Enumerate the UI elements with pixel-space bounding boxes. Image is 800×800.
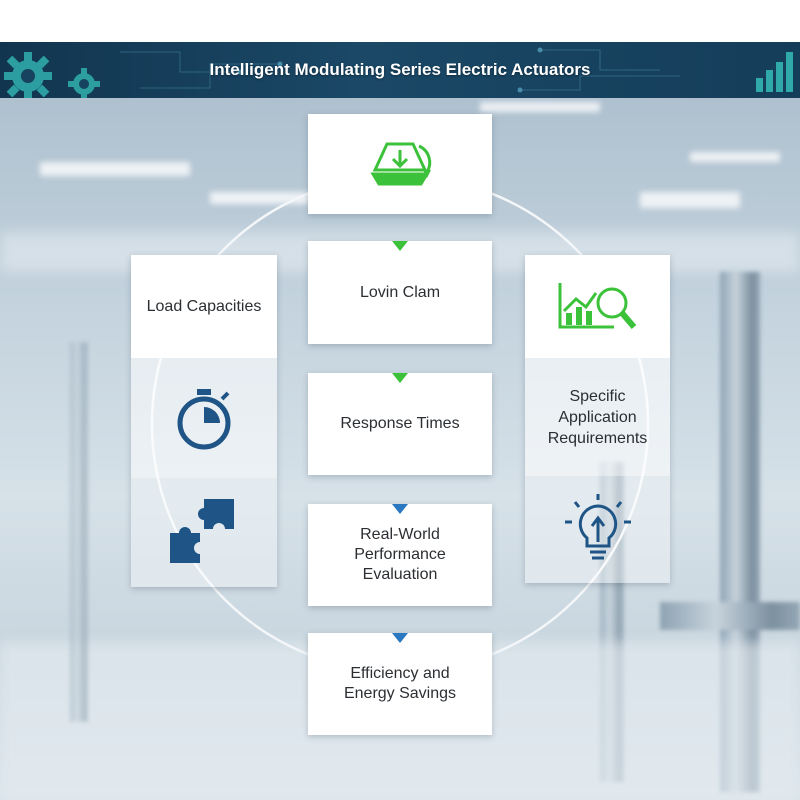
- flow-step-efficiency: Efficiency and Energy Savings: [308, 633, 492, 735]
- specific-application-requirements-label: Specific Application Requirements: [547, 387, 648, 447]
- flow-arrow-4-top: [392, 633, 408, 643]
- left-panel-label-cell: Load Capacities: [131, 255, 277, 358]
- response-times-label: Response Times: [340, 415, 460, 432]
- efficiency-label: Efficiency and Energy Savings: [343, 665, 457, 702]
- download-cycle-icon: [370, 142, 432, 186]
- flow-step-performance-evaluation: Real-World Performance Evaluation: [308, 504, 492, 606]
- left-panel: Load Capacities: [131, 255, 277, 587]
- lightbulb-icon: [564, 493, 631, 559]
- stopwatch-icon: [177, 389, 231, 450]
- flow-arrow-1-top: [392, 241, 408, 251]
- circuit-decoration: [120, 47, 680, 93]
- puzzle-icon: [170, 498, 234, 563]
- right-panel: Specific Application Requirements: [525, 255, 670, 583]
- chart-magnifier-icon: [558, 282, 636, 329]
- bar-chart-icon: [756, 52, 793, 92]
- flow-arrow-3-top: [392, 504, 408, 514]
- left-panel-puzzle-cell: [131, 478, 277, 587]
- load-capacities-label: Load Capacities: [146, 298, 262, 315]
- gear-icon: [4, 52, 100, 98]
- flow-step-top: [308, 114, 492, 214]
- right-panel-bulb-cell: [525, 476, 670, 583]
- title-banner: Intelligent Modulating Series Electric A…: [0, 42, 800, 98]
- flow-arrow-2-top: [392, 373, 408, 383]
- left-panel-stopwatch-cell: [131, 358, 277, 478]
- performance-evaluation-label: Real-World Performance Evaluation: [354, 526, 446, 583]
- flow-step-response-times: Response Times: [308, 373, 492, 475]
- banner-title: Intelligent Modulating Series Electric A…: [209, 60, 591, 79]
- flow-step-lovin-clam: Lovin Clam: [308, 241, 492, 344]
- lovin-clam-label: Lovin Clam: [359, 283, 441, 301]
- right-panel-chart-cell: [525, 255, 670, 358]
- right-panel-label-cell: Specific Application Requirements: [525, 358, 670, 476]
